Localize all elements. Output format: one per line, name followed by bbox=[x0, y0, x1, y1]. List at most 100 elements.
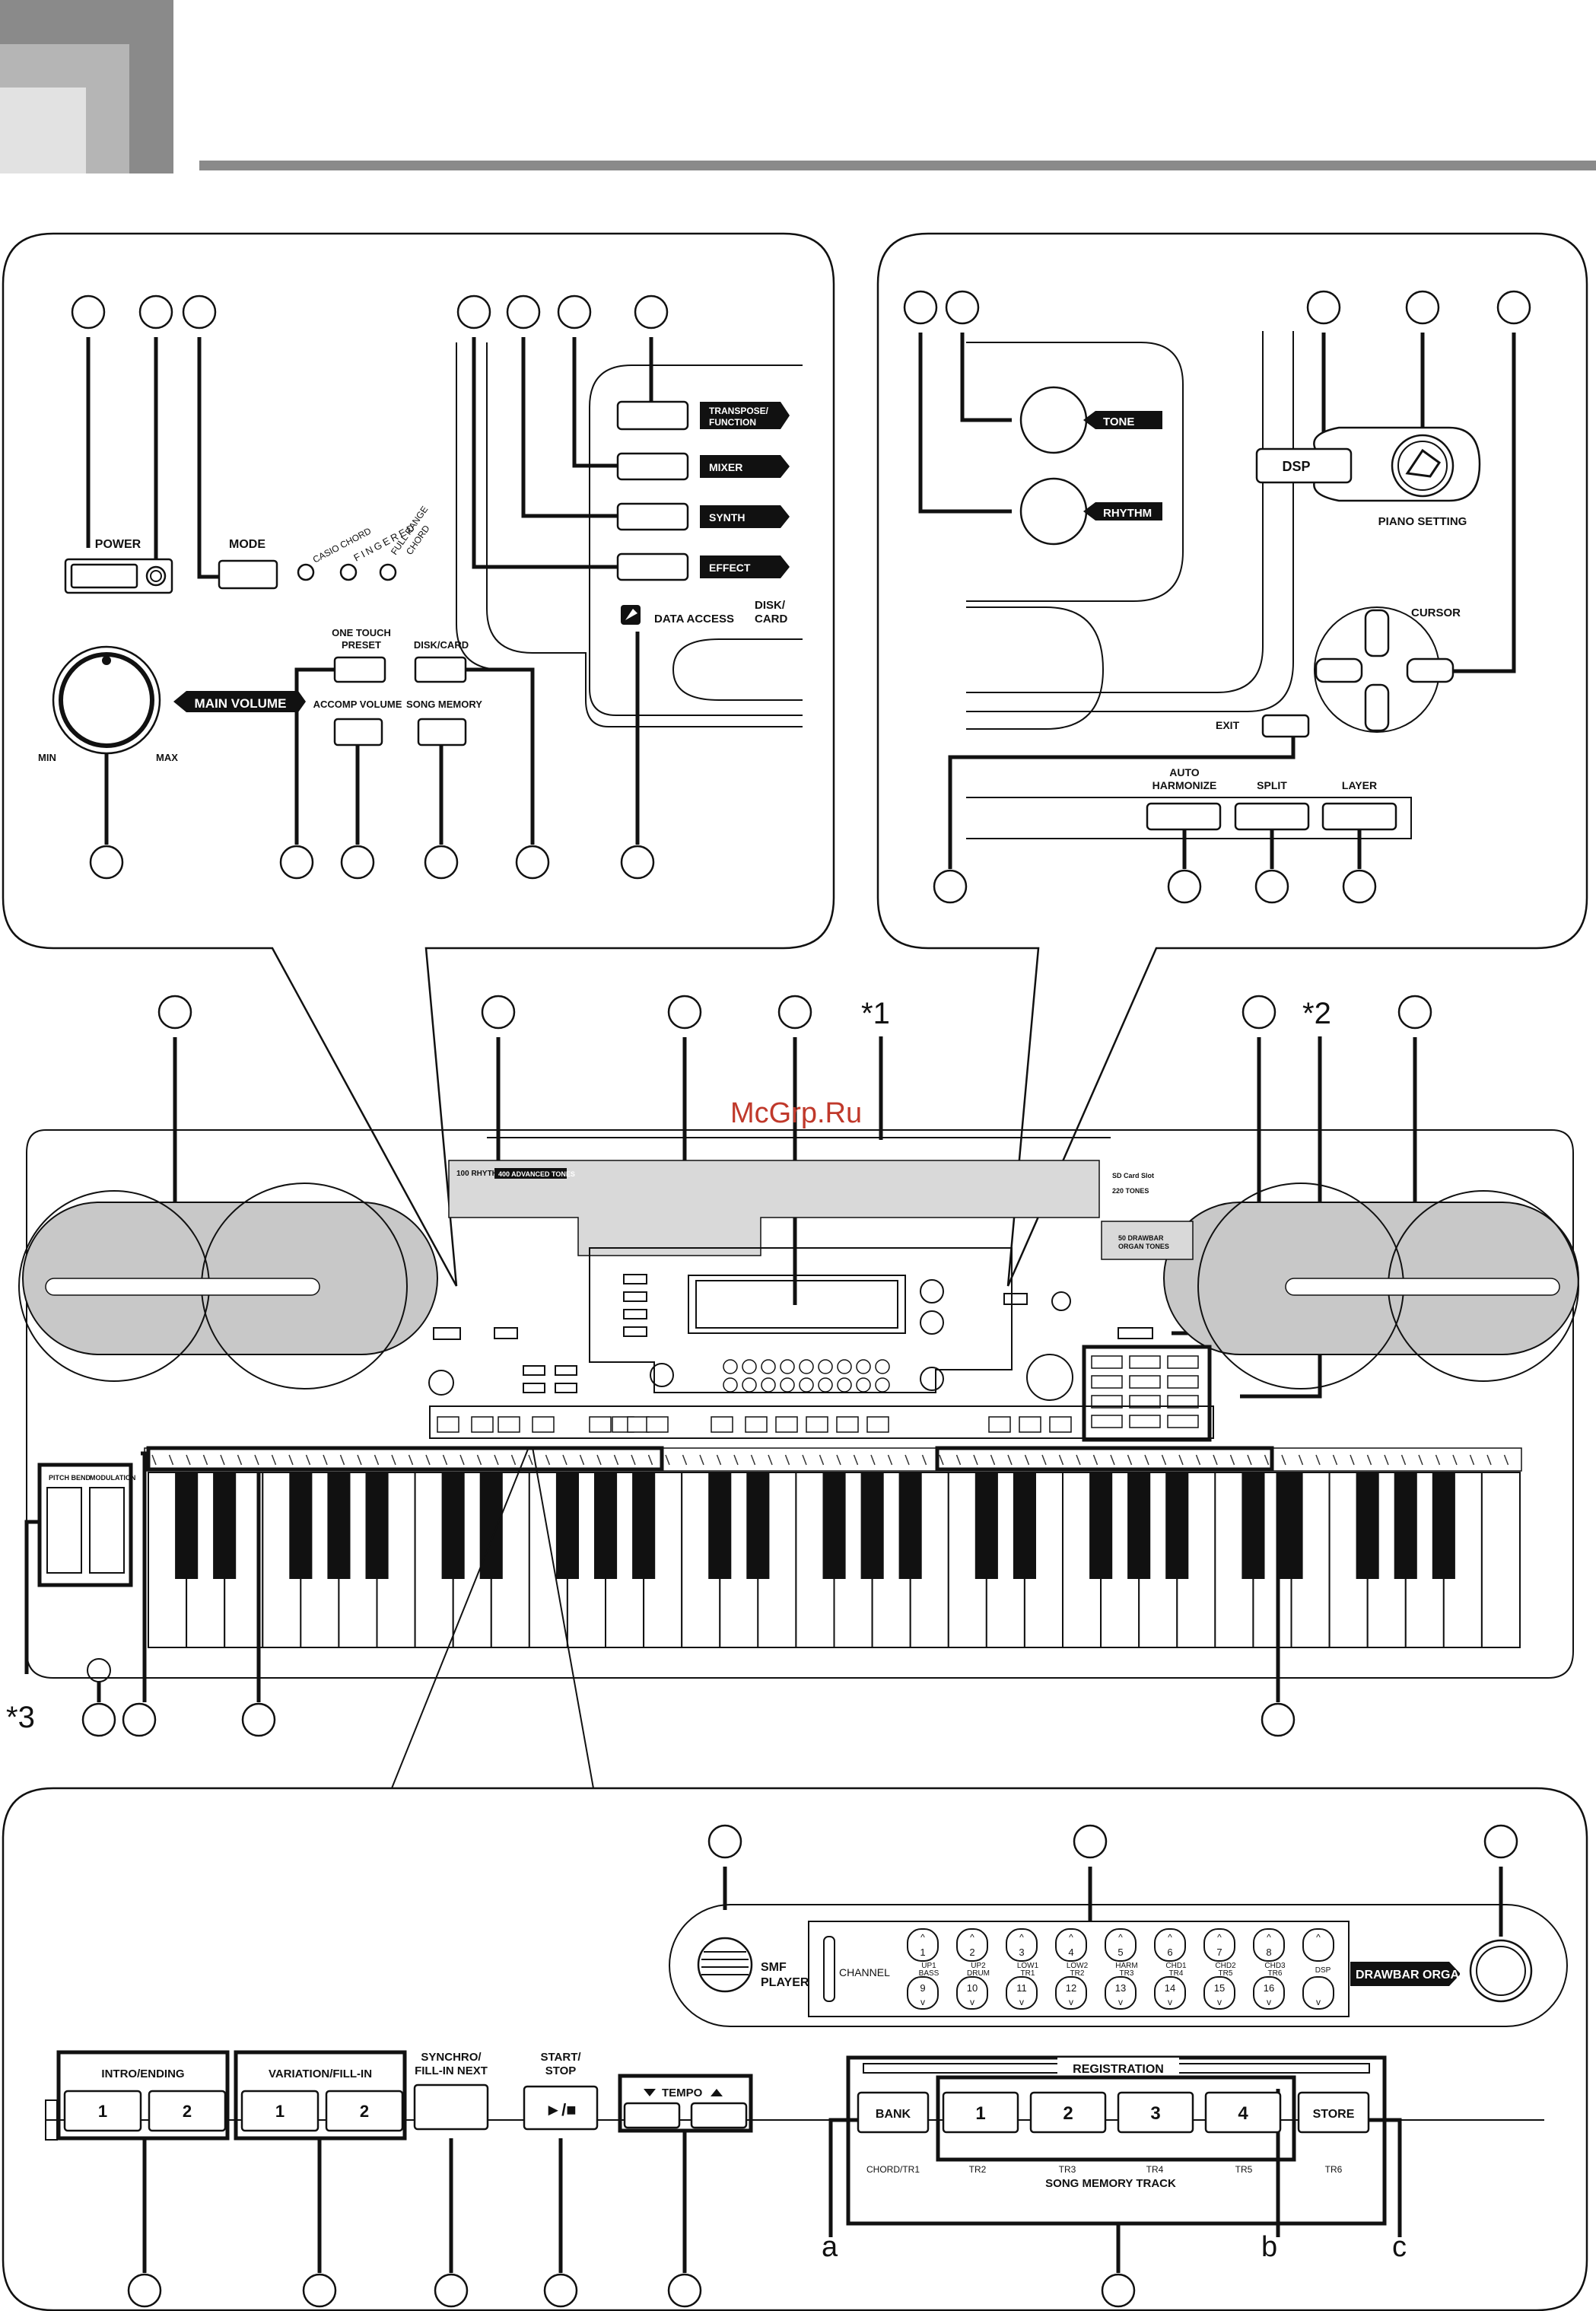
key-label-tick bbox=[990, 1454, 996, 1466]
black-key[interactable] bbox=[822, 1472, 846, 1579]
exit-button[interactable] bbox=[1261, 714, 1310, 738]
channel-up-button[interactable] bbox=[1055, 1928, 1087, 1962]
black-key[interactable] bbox=[594, 1472, 618, 1579]
right-leader-lines bbox=[918, 333, 1516, 869]
channel-up-button[interactable] bbox=[1154, 1928, 1186, 1962]
tempo-up-icon bbox=[711, 2089, 723, 2096]
intro-ending-button-1[interactable] bbox=[63, 2090, 142, 2132]
pitch-bend-wheel[interactable] bbox=[46, 1487, 82, 1574]
channel-down-button[interactable] bbox=[1154, 1976, 1186, 2010]
white-key[interactable] bbox=[1480, 1472, 1521, 1648]
callout-circle bbox=[933, 869, 968, 904]
black-key[interactable] bbox=[1165, 1472, 1189, 1579]
cursor-up-button[interactable] bbox=[1364, 609, 1390, 657]
bank-button[interactable] bbox=[857, 2091, 930, 2134]
power-button[interactable] bbox=[70, 563, 138, 589]
dsp-button[interactable] bbox=[1255, 447, 1353, 484]
layer-button[interactable] bbox=[1321, 802, 1397, 831]
channel-down-button[interactable] bbox=[1105, 1976, 1137, 2010]
main-volume-min-label: MIN bbox=[38, 752, 56, 763]
black-key[interactable] bbox=[289, 1472, 313, 1579]
black-key[interactable] bbox=[1394, 1472, 1417, 1579]
black-key[interactable] bbox=[746, 1472, 770, 1579]
channel-down-button[interactable] bbox=[1203, 1976, 1235, 2010]
channel-up-button[interactable] bbox=[956, 1928, 988, 1962]
callout-circle bbox=[777, 995, 812, 1030]
black-key[interactable] bbox=[1432, 1472, 1455, 1579]
registration-button[interactable] bbox=[942, 2091, 1019, 2134]
variation-button-2[interactable] bbox=[325, 2090, 404, 2132]
tone-button[interactable] bbox=[1019, 386, 1088, 454]
black-key[interactable] bbox=[441, 1472, 465, 1579]
key-label-tick bbox=[425, 1454, 431, 1466]
channel-up-button[interactable] bbox=[1253, 1928, 1285, 1962]
black-key[interactable] bbox=[479, 1472, 503, 1579]
channel-down-button[interactable] bbox=[1253, 1976, 1285, 2010]
key-label-tick bbox=[1127, 1454, 1133, 1466]
registration-button[interactable] bbox=[1204, 2091, 1282, 2134]
channel-down-button[interactable] bbox=[1055, 1976, 1087, 2010]
one-touch-preset-button[interactable] bbox=[333, 656, 386, 683]
channel-part-label: UP2 bbox=[971, 1962, 986, 1970]
black-key[interactable] bbox=[974, 1472, 998, 1579]
variation-button-1[interactable] bbox=[240, 2090, 320, 2132]
intro-ending-button-2[interactable] bbox=[148, 2090, 227, 2132]
channel-up-button[interactable] bbox=[1302, 1928, 1334, 1962]
black-key[interactable] bbox=[860, 1472, 884, 1579]
leader-line bbox=[472, 337, 620, 569]
black-key[interactable] bbox=[365, 1472, 389, 1579]
channel-up-button[interactable] bbox=[1006, 1928, 1038, 1962]
smf-player-knob[interactable] bbox=[697, 1937, 753, 1993]
cursor-down-button[interactable] bbox=[1364, 683, 1390, 732]
channel-up-button[interactable] bbox=[907, 1928, 939, 1962]
song-memory-button[interactable] bbox=[417, 718, 467, 746]
black-key[interactable] bbox=[1089, 1472, 1113, 1579]
accomp-volume-button[interactable] bbox=[333, 718, 383, 746]
tempo-down-button[interactable] bbox=[623, 2102, 681, 2129]
channel-down-button[interactable] bbox=[1302, 1976, 1334, 2010]
rhythm-button[interactable] bbox=[1019, 477, 1088, 546]
transpose-function-button[interactable] bbox=[616, 400, 689, 431]
channel-up-button[interactable] bbox=[1105, 1928, 1137, 1962]
split-button[interactable] bbox=[1234, 802, 1310, 831]
registration-button[interactable] bbox=[1029, 2091, 1107, 2134]
disk-card-button[interactable] bbox=[414, 656, 467, 683]
start-stop-button[interactable] bbox=[523, 2085, 599, 2131]
black-key[interactable] bbox=[708, 1472, 732, 1579]
synchro-fillin-next-button[interactable] bbox=[413, 2083, 489, 2131]
auto-harmonize-button[interactable] bbox=[1146, 802, 1222, 831]
mixer-button[interactable] bbox=[616, 452, 689, 481]
black-key[interactable] bbox=[1242, 1472, 1265, 1579]
mode-button[interactable] bbox=[218, 559, 278, 590]
channel-down-button[interactable] bbox=[907, 1976, 939, 2010]
black-key[interactable] bbox=[327, 1472, 351, 1579]
black-key[interactable] bbox=[1356, 1472, 1379, 1579]
cursor-right-button[interactable] bbox=[1406, 657, 1455, 683]
store-button[interactable] bbox=[1297, 2091, 1370, 2134]
black-key[interactable] bbox=[1280, 1472, 1303, 1579]
main-volume-knob[interactable] bbox=[59, 652, 154, 748]
black-key[interactable] bbox=[1013, 1472, 1036, 1579]
key-label-tick bbox=[202, 1454, 208, 1466]
black-key[interactable] bbox=[555, 1472, 579, 1579]
black-key[interactable] bbox=[632, 1472, 656, 1579]
key-label-tick bbox=[1229, 1454, 1235, 1466]
numpad-key bbox=[1129, 1355, 1161, 1369]
cursor-left-button[interactable] bbox=[1315, 657, 1363, 683]
modulation-wheel[interactable] bbox=[89, 1487, 125, 1574]
black-key[interactable] bbox=[175, 1472, 199, 1579]
effect-button[interactable] bbox=[616, 552, 689, 581]
lcd-display bbox=[695, 1280, 898, 1329]
channel-down-button[interactable] bbox=[956, 1976, 988, 2010]
console-channel-button bbox=[780, 1377, 795, 1393]
black-key[interactable] bbox=[898, 1472, 922, 1579]
black-key[interactable] bbox=[1127, 1472, 1151, 1579]
channel-down-button[interactable] bbox=[1006, 1976, 1038, 2010]
synth-button[interactable] bbox=[616, 502, 689, 531]
tempo-up-button[interactable] bbox=[690, 2102, 748, 2129]
registration-button[interactable] bbox=[1117, 2091, 1194, 2134]
channel-up-button[interactable] bbox=[1203, 1928, 1235, 1962]
piano-setting-button[interactable] bbox=[1391, 434, 1455, 498]
drawbar-organ-knob[interactable] bbox=[1469, 1939, 1533, 2003]
black-key[interactable] bbox=[213, 1472, 237, 1579]
